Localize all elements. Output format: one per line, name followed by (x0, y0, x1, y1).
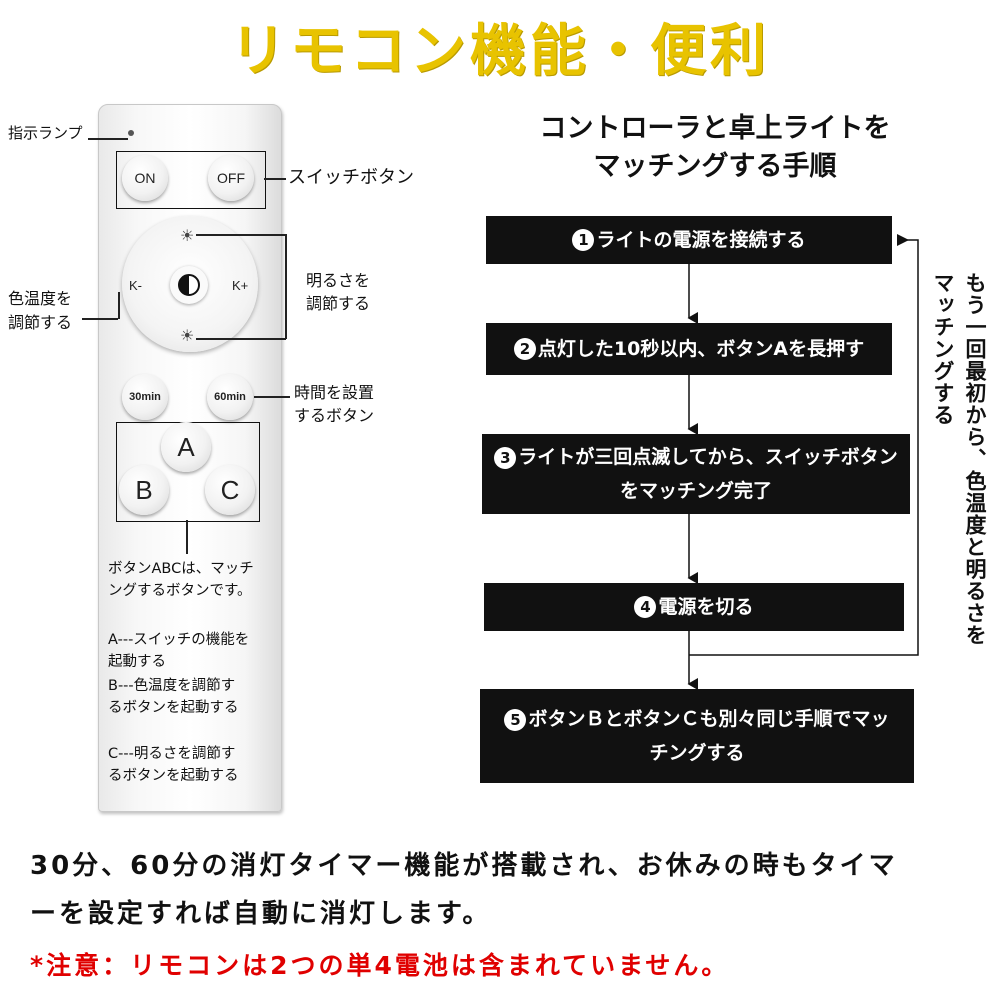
button-b[interactable]: B (119, 465, 169, 515)
page-title: リモコン機能・便利 (230, 18, 770, 84)
sun-icon: ☀ (180, 226, 195, 245)
bottom-line-2: ーを設定すれば自動に消灯します。 (30, 899, 492, 929)
step-number-icon: 2 (513, 338, 536, 360)
timer-annotation: 時間を設置 (294, 383, 375, 402)
procedure-flow-arrows (687, 234, 919, 690)
annotation-line (82, 318, 118, 320)
brightness-annotation: 明るさを (306, 271, 371, 290)
contrast-icon (177, 273, 201, 301)
step-text: をマッチング完了 (619, 480, 772, 502)
procedure-title-line: マッチングする手順 (593, 151, 837, 182)
warning-text: *注意：リモコンは2つの単4電池は含まれていません。 (30, 951, 730, 980)
color-temp-plus-label[interactable]: K+ (232, 278, 249, 293)
annotation-line (285, 234, 287, 339)
bottom-line-1: 30分、60分の消灯タイマー機能が搭載され、お休みの時もタイマ (30, 851, 898, 881)
step-number-icon: 1 (572, 229, 595, 251)
remote-b-desc: B---色温度を調節す (108, 678, 236, 694)
step-text: チングする (649, 742, 745, 764)
timer-30min-button[interactable]: 30min (122, 374, 168, 420)
procedure-step-2: 2 点灯した10秒以内、ボタンAを長押す (486, 323, 892, 375)
off-button[interactable]: OFF (208, 155, 254, 201)
indicator-lamp (128, 130, 134, 136)
procedure-title-line: コントローラと卓上ライトを (539, 113, 891, 144)
step-text: 点灯した10秒以内、ボタンAを長押す (537, 338, 865, 360)
step-number-icon: 3 (494, 446, 517, 469)
step-text: ボタンＢとボタンＣも別々同じ手順でマッ (528, 708, 890, 730)
brightness-annotation: 調節する (306, 294, 371, 313)
annotation-line (254, 396, 290, 398)
annotation-line (196, 234, 286, 236)
annotation-line (88, 138, 128, 140)
remote-b-desc: るボタンを起動する (108, 700, 239, 716)
step-text: ライトが三回点滅してから、スイッチボタン (518, 446, 898, 468)
procedure-step-4: 4 電源を切る (484, 583, 904, 631)
procedure-title: コントローラと卓上ライトを マッチングする手順 (470, 110, 960, 186)
annotation-line (118, 292, 120, 319)
step-text: ライトの電源を接続する (596, 229, 806, 251)
sun-icon: ☀ (180, 326, 195, 345)
on-button[interactable]: ON (122, 155, 168, 201)
side-note-col1: もう一回最初から、色温度と明るさを (963, 272, 987, 646)
step-number-icon: 5 (504, 708, 527, 731)
remote-a-desc: 起動する (108, 654, 166, 670)
switch-button-group (116, 151, 266, 209)
remote-desc-line: ボタンABCは、マッチ (108, 561, 254, 577)
remote-c-desc: C---明るさを調節す (108, 746, 236, 762)
remote-a-desc: A---スイッチの機能を (108, 632, 250, 648)
procedure-step-1: 1 ライトの電源を接続する (486, 216, 892, 264)
annotation-line (196, 338, 286, 340)
switch-annotation: スイッチボタン (288, 167, 414, 188)
annotation-line (264, 178, 286, 180)
color-temp-annotation: 調節する (8, 313, 73, 332)
button-c[interactable]: C (205, 465, 255, 515)
button-a[interactable]: A (161, 422, 211, 472)
side-note-col2: マッチングする (931, 272, 955, 426)
timer-60min-button[interactable]: 60min (207, 374, 253, 420)
remote-c-desc: るボタンを起動する (108, 768, 239, 784)
indicator-annotation: 指示ランプ (8, 124, 83, 142)
color-temp-annotation: 色温度を (8, 289, 73, 308)
remote-desc-line: ングするボタンです。 (108, 583, 252, 599)
step-text: 電源を切る (658, 596, 754, 618)
color-temp-minus-label[interactable]: K- (129, 278, 142, 293)
step-number-icon: 4 (634, 596, 657, 618)
connector-line (186, 520, 188, 554)
timer-annotation: するボタン (294, 406, 375, 425)
